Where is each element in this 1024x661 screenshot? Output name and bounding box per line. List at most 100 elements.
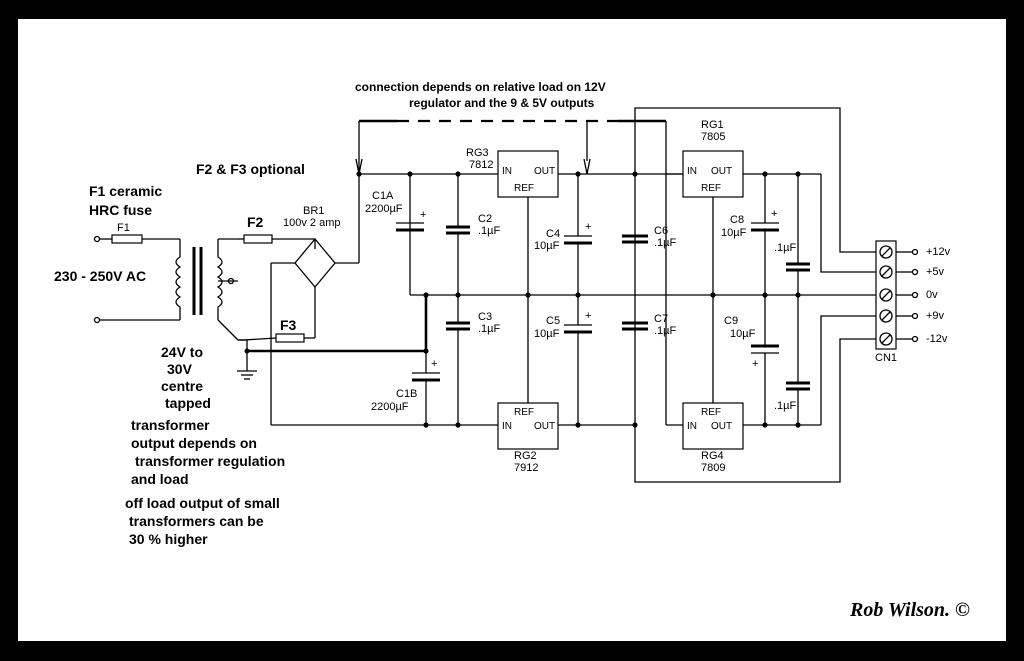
svg-text:.1µF: .1µF [774,400,797,412]
output-plus9v: +9v [926,310,945,322]
svg-text:REF: REF [514,407,534,418]
svg-text:30V: 30V [167,361,193,377]
svg-text:10µF: 10µF [534,328,560,340]
power-supply-schematic: connection depends on relative load on 1… [54,80,970,621]
svg-text:C8: C8 [730,214,744,226]
optional-fuses-note: F2 & F3 optional [196,161,305,177]
svg-text:7812: 7812 [469,159,493,171]
svg-text:IN: IN [687,421,697,432]
svg-text:C7: C7 [654,313,668,325]
svg-text:.1µF: .1µF [478,323,501,335]
svg-text:and load: and load [131,471,189,487]
f1-note-line2: HRC fuse [89,202,152,218]
br1-rating: 100v 2 amp [283,217,340,229]
output-plus5v: +5v [926,266,945,278]
terminal-screw-2 [879,265,893,279]
svg-text:output depends on: output depends on [131,435,257,451]
junction-dots [356,171,801,428]
svg-text:10µF: 10µF [534,240,560,252]
terminal-screw-1 [879,245,893,259]
fuse-f1-label: F1 [117,222,130,234]
svg-text:10µF: 10µF [730,328,756,340]
svg-text:C4: C4 [546,228,560,240]
svg-text:off load output of small: off load output of small [125,495,280,511]
fuse-f2 [243,234,273,244]
svg-text:OUT: OUT [711,166,732,177]
svg-text:C1A: C1A [372,190,394,202]
svg-text:24V to: 24V to [161,344,203,360]
svg-text:centre: centre [161,378,203,394]
svg-text:+: + [771,208,777,220]
svg-text:transformer regulation: transformer regulation [135,453,285,469]
svg-text:transformers can be: transformers can be [129,513,264,529]
svg-text:2200µF: 2200µF [365,203,403,215]
svg-text:.1µF: .1µF [478,225,501,237]
svg-text:.1µF: .1µF [654,325,677,337]
ground-symbol [237,339,257,380]
svg-text:transformer: transformer [131,417,210,433]
fuse-f3-label: F3 [280,317,297,333]
svg-text:IN: IN [687,166,697,177]
capacitor-c9: C9 10µF + [724,295,779,425]
output-minus12v: -12v [926,333,948,345]
svg-text:REF: REF [514,183,534,194]
regulator-rg4: REF IN OUT RG4 7809 [682,402,744,474]
mains-input: F1 [93,222,180,324]
regulator-rg2: REF IN OUT RG2 7912 [497,402,559,474]
capacitor-c4: C4 10µF + [534,174,592,295]
fuse-f1 [111,234,143,244]
svg-text:+: + [752,358,758,370]
svg-text:tapped: tapped [165,395,211,411]
svg-text:C3: C3 [478,311,492,323]
svg-text:7805: 7805 [701,131,725,143]
svg-text:30 % higher: 30 % higher [129,531,208,547]
svg-text:RG1: RG1 [701,119,724,131]
capacitor-c3: C3 .1µF [446,295,501,425]
svg-text:RG4: RG4 [701,450,724,462]
schematic-sheet: connection depends on relative load on 1… [18,19,1006,641]
fuse-f2-label: F2 [247,214,264,230]
svg-text:.1µF: .1µF [654,237,677,249]
svg-text:REF: REF [701,183,721,194]
connection-note-line2: regulator and the 9 & 5V outputs [409,96,595,110]
mains-input-label: 230 - 250V AC [54,268,146,284]
svg-text:C6: C6 [654,225,668,237]
link-arrow-right [583,158,591,175]
svg-text:7912: 7912 [514,462,538,474]
capacitor-c7: C7 .1µF [622,313,677,337]
capacitor-c1a: C1A 2200µF + [365,190,426,232]
svg-text:OUT: OUT [534,166,555,177]
svg-text:C9: C9 [724,315,738,327]
terminal-block-cn1: +12v +5v 0v +9v -12v CN1 [875,240,951,364]
svg-text:OUT: OUT [534,421,555,432]
fuse-f3 [275,333,305,343]
capacitor-upper-decoupling: .1µF [774,174,810,295]
regulator-rg3: IN OUT REF RG3 7812 [466,147,559,198]
terminal-screw-5 [879,332,893,346]
svg-text:OUT: OUT [711,421,732,432]
f1-note-line1: F1 ceramic [89,183,162,199]
terminal-screw-4 [879,309,893,323]
output-plus12v: +12v [926,246,951,258]
fuses-f2-f3: F2 F3 [238,214,315,343]
capacitor-c5: C5 10µF + [534,295,592,425]
transformer-note: 24V to 30V centre tapped transformer out… [125,344,285,547]
svg-text:+: + [585,221,591,233]
bridge-rectifier-br1: BR1 100v 2 amp [270,174,360,425]
connection-note-line1: connection depends on relative load on 1… [355,80,606,94]
capacitor-c2: C2 .1µF [446,174,501,295]
capacitor-c1b: C1B 2200µF + [371,351,440,425]
br1-label: BR1 [303,205,324,217]
svg-text:RG3: RG3 [466,147,489,159]
capacitor-c6: C6 .1µF [622,225,677,249]
svg-text:C2: C2 [478,213,492,225]
regulator-rg1: IN OUT REF RG1 7805 [682,119,744,198]
author-signature: Rob Wilson. © [849,599,970,621]
svg-text:C1B: C1B [396,388,417,400]
transformer [175,238,244,341]
svg-text:+: + [420,209,426,221]
svg-text:+: + [431,358,437,370]
capacitor-lower-decoupling: .1µF [774,295,810,425]
svg-text:2200µF: 2200µF [371,401,409,413]
